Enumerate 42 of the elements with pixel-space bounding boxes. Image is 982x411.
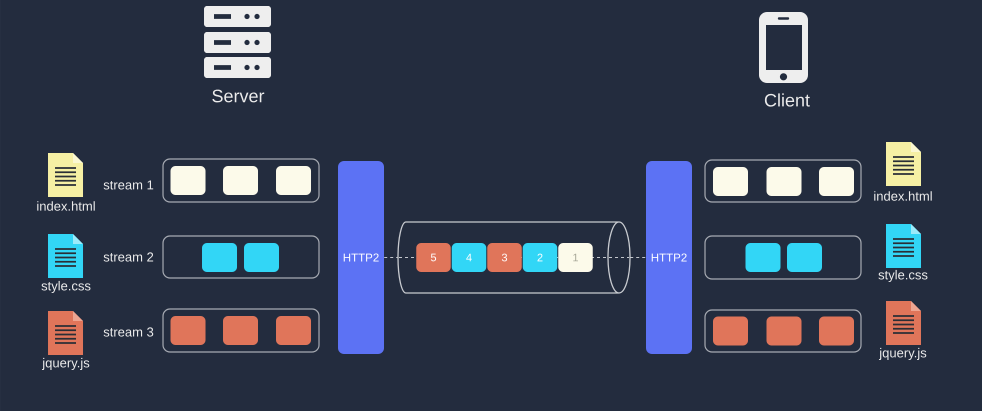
stream-box	[162, 235, 320, 279]
stream-box	[704, 235, 862, 280]
numbered-frame: 2	[522, 243, 558, 272]
frame-block	[766, 167, 802, 196]
file-name: style.css	[41, 280, 90, 294]
frame-block	[276, 316, 311, 345]
protocol-bar: HTTP2	[646, 161, 692, 354]
frame-block	[766, 316, 802, 346]
frame-block	[713, 316, 748, 346]
endpoint-label: Server	[212, 90, 264, 102]
stream-box	[704, 159, 862, 203]
file-name: index.html	[37, 201, 95, 211]
stream-box	[162, 158, 320, 203]
file-name: jquery.js	[42, 358, 90, 370]
frame-block	[819, 316, 854, 346]
endpoint-label: Client	[764, 93, 810, 107]
stream-box	[162, 308, 320, 353]
stream-label: stream 1	[104, 180, 154, 190]
frame-block	[746, 243, 780, 272]
protocol-bar: HTTP2	[338, 161, 384, 354]
stream-label: stream 2	[104, 252, 154, 262]
frame-block	[276, 166, 311, 195]
frame-block	[202, 243, 237, 272]
frame-block	[223, 166, 258, 195]
file-name: index.html	[874, 191, 932, 201]
connector-line	[630, 257, 646, 258]
file-name: jquery.js	[878, 348, 926, 360]
numbered-frame: 5	[416, 243, 451, 272]
frame-block	[170, 316, 206, 345]
numbered-frame: 3	[487, 243, 522, 272]
numbered-frame: 1	[558, 243, 593, 272]
stream-box	[704, 309, 862, 353]
frame-block	[223, 316, 258, 345]
frame-block	[713, 167, 748, 196]
frame-block	[787, 243, 822, 272]
numbered-frame: 4	[452, 243, 486, 272]
frame-block	[244, 243, 279, 272]
frame-block	[819, 167, 854, 196]
file-name: style.css	[878, 270, 928, 282]
stream-label: stream 3	[104, 327, 154, 337]
connector-line	[384, 257, 398, 258]
frame-block	[170, 166, 206, 195]
